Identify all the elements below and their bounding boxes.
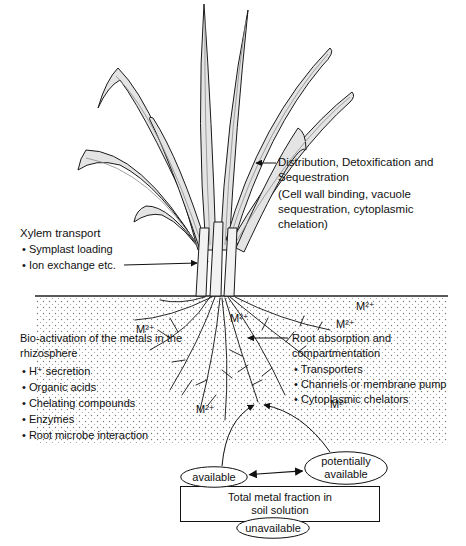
callout-arrow xyxy=(124,263,197,265)
process-heading: Distribution, Detoxification and Sequest… xyxy=(278,155,446,185)
callout-arrow xyxy=(256,163,276,164)
availability-oval: potentially available xyxy=(304,451,388,485)
process-heading: Root absorption and compartmentation xyxy=(292,331,464,361)
availability-oval: unavailable xyxy=(236,517,310,539)
node-text: available xyxy=(192,471,235,484)
bullet-item: • Channels or membrane pump xyxy=(294,377,464,392)
process-heading: Bio-activation of the metals in the rhiz… xyxy=(20,331,185,361)
bullet-item: • Chelating compounds xyxy=(22,396,172,411)
root-hair xyxy=(158,318,192,395)
bullet-item: • Root microbe interaction xyxy=(22,428,172,443)
root xyxy=(135,297,212,320)
stem-group xyxy=(196,222,237,296)
bullet-item: • Symplast loading xyxy=(22,242,162,257)
process-detail: (Cell wall binding, vacuole sequestratio… xyxy=(278,187,418,232)
root xyxy=(200,298,220,410)
leaf-vein xyxy=(205,20,210,245)
oval-shape xyxy=(237,518,310,539)
leaf-vein xyxy=(86,158,203,254)
metal-ion: M²⁺ xyxy=(196,402,236,417)
bullet-item: • Ion exchange etc. xyxy=(22,258,162,273)
bullet-item: • Enzymes xyxy=(22,412,172,427)
metal-ion: M²⁺ xyxy=(336,317,376,332)
stem xyxy=(196,228,209,296)
bullet-item: • Organic acids xyxy=(22,380,172,395)
oval-shape xyxy=(181,467,248,488)
uptake-arrow xyxy=(222,405,254,466)
double-arrow xyxy=(249,471,302,475)
ground-line xyxy=(35,295,448,297)
root xyxy=(228,297,285,395)
metal-ion: M²⁺ xyxy=(230,311,270,326)
bullet-item: • H⁺ secretion xyxy=(22,364,172,379)
soil-region xyxy=(35,297,448,445)
process-heading: Xylem transport xyxy=(20,226,160,241)
node-text: unavailable xyxy=(245,522,301,535)
availability-oval: available xyxy=(180,466,248,488)
leaf xyxy=(98,68,207,250)
node-text: Total metal fraction in soil solution xyxy=(225,491,335,517)
leaf xyxy=(200,4,216,250)
root xyxy=(235,297,330,330)
node-text: potentially available xyxy=(311,455,381,481)
oval-shape xyxy=(305,452,388,485)
bullet-item: • Cytoplasmic chelators xyxy=(294,392,464,407)
stem xyxy=(224,228,237,296)
metal-fraction-box: Total metal fraction in soil solution xyxy=(180,486,380,522)
leaf-vein xyxy=(116,76,203,248)
root xyxy=(222,298,227,420)
root xyxy=(160,297,205,302)
metal-ion: M²⁺ xyxy=(356,299,396,314)
bullet-item: • Transporters xyxy=(294,362,464,377)
root-hair xyxy=(196,350,242,405)
leaf-vein xyxy=(225,20,246,245)
callout-arrow xyxy=(248,338,288,339)
uptake-arrow xyxy=(264,405,330,452)
callout-arrow-group xyxy=(124,163,288,338)
uptake-arrow-group xyxy=(222,405,330,466)
stem xyxy=(210,222,223,296)
